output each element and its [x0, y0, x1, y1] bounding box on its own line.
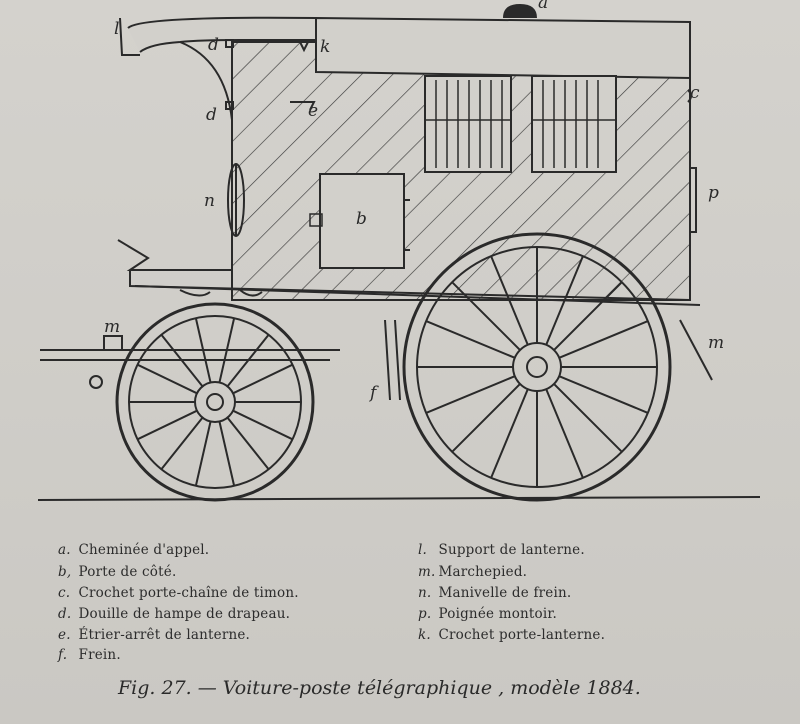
- chain-hook: [687, 89, 692, 103]
- legend-left-item: a. Cheminée d'appel.: [58, 542, 210, 558]
- brake-crank: [227, 163, 245, 237]
- legend-left-item: b, Porte de côté.: [58, 564, 177, 580]
- front-wheel: [115, 302, 315, 502]
- wheel-spoke: [137, 409, 198, 441]
- wheel-spoke: [451, 281, 521, 351]
- wheel-spoke: [490, 255, 529, 346]
- flag-socket-bottom: [225, 101, 234, 110]
- label-d-top: d: [208, 35, 219, 55]
- roof: [315, 16, 691, 80]
- front-canopy: [127, 16, 317, 53]
- legend-left-item: d. Douille de hampe de drapeau.: [58, 606, 291, 622]
- figure-caption: Fig. 27. — Voiture-poste télégraphique ,…: [118, 677, 641, 699]
- chassis: [40, 239, 713, 401]
- wheel-spoke: [558, 320, 649, 359]
- wheel-spoke: [545, 388, 584, 479]
- label-e: e: [308, 101, 318, 121]
- lantern-stirrup: [290, 101, 316, 111]
- legend-left-item: e. Étrier-arrêt de lanterne.: [58, 627, 251, 643]
- chimney: [503, 4, 537, 18]
- wheel-spoke: [218, 421, 236, 487]
- rear-wheel: [402, 232, 672, 502]
- label-l: l: [114, 19, 119, 39]
- wheel-spoke: [553, 383, 623, 453]
- legend-left-item: f. Frein.: [58, 647, 121, 663]
- wheel-spoke: [451, 383, 521, 453]
- ground-line: [37, 496, 761, 501]
- label-p: p: [708, 183, 719, 203]
- lantern-hook: [299, 41, 309, 53]
- wheel-spoke: [137, 363, 198, 395]
- wheel-spoke: [425, 320, 516, 359]
- wheel-spoke: [553, 281, 623, 351]
- wheel-spoke: [545, 255, 584, 346]
- side-door: [309, 173, 410, 269]
- wheel-spoke: [558, 375, 649, 414]
- label-b: b: [356, 209, 367, 229]
- wheel-spoke: [194, 421, 212, 487]
- label-k: k: [320, 37, 330, 57]
- label-m-front: m: [104, 317, 120, 337]
- legend-right-item: k. Crochet porte-lanterne.: [418, 627, 606, 643]
- lantern-support: [119, 17, 140, 56]
- wheel-spoke: [425, 375, 516, 414]
- legend-right-item: m. Marchepied.: [418, 564, 528, 580]
- label-d-bottom: d: [206, 105, 217, 125]
- wheel-spoke: [218, 317, 236, 383]
- grab-handle: [690, 167, 697, 233]
- wheel-spoke: [160, 334, 204, 387]
- wheel-spoke: [232, 363, 293, 395]
- wheel-spoke: [160, 417, 204, 470]
- wheel-spoke: [226, 417, 270, 470]
- legend-right-item: p. Poignée montoir.: [418, 606, 558, 622]
- label-n: n: [204, 191, 215, 211]
- wheel-spoke: [194, 317, 212, 383]
- legend-right-item: l. Support de lanterne.: [418, 542, 585, 558]
- front-step: [89, 375, 103, 389]
- window-right: [531, 75, 617, 173]
- label-a: a: [538, 0, 548, 13]
- front-step-plate: [103, 335, 123, 351]
- legend-left-item: c. Crochet porte-chaîne de timon.: [58, 585, 299, 601]
- wheel-spoke: [490, 388, 529, 479]
- wheel-spoke: [226, 334, 270, 387]
- label-m-rear: m: [708, 333, 724, 353]
- window-left: [424, 75, 512, 173]
- label-c: c: [690, 83, 700, 103]
- wheel-spoke: [232, 409, 293, 441]
- flag-socket-top: [225, 39, 234, 48]
- legend-right-item: n. Manivelle de frein.: [418, 585, 572, 601]
- carriage-illustration: a b c d d e f k l m m n p: [37, 0, 761, 502]
- label-f: f: [368, 383, 379, 403]
